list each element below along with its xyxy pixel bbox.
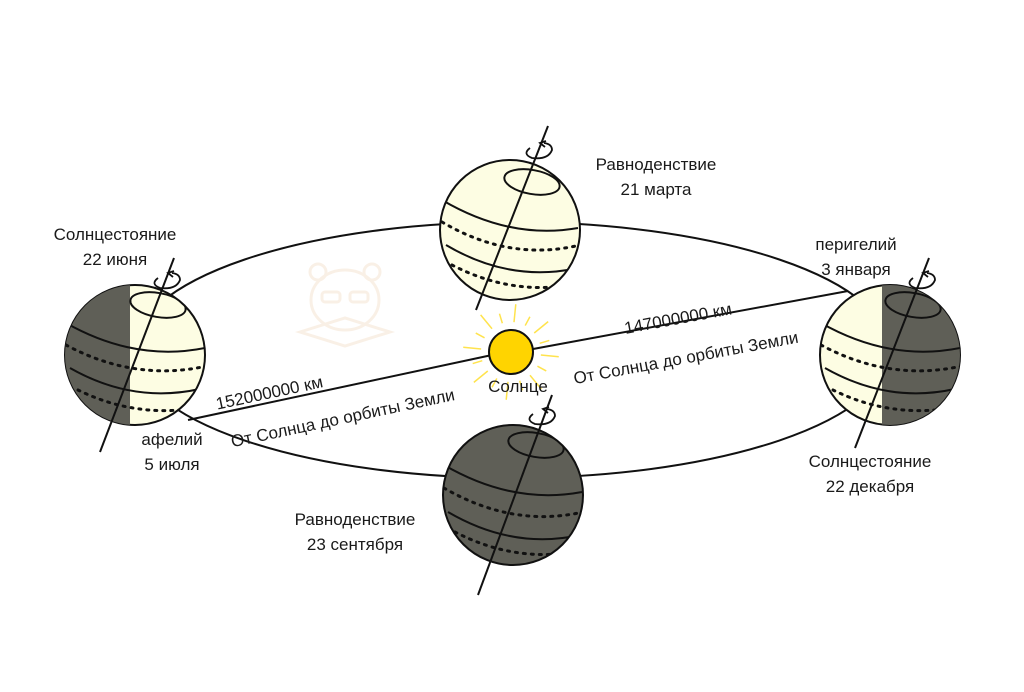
label-autumn-date: 23 сентября	[307, 535, 403, 554]
sun-ray	[473, 370, 489, 383]
sun-ray	[505, 381, 509, 400]
sun-ray	[475, 332, 485, 339]
sun	[463, 304, 559, 400]
label-perihelion-title: перигелий	[815, 235, 896, 254]
bear-watermark	[294, 262, 396, 348]
distance-perihelion-caption: От Солнца до орбиты Земли	[572, 328, 800, 388]
sun-ray	[491, 378, 498, 388]
sun-ray	[480, 314, 493, 330]
label-winter-title: Солнцестояние	[809, 452, 932, 471]
label-summer-title: Солнцестояние	[54, 225, 177, 244]
sun-rays	[463, 304, 559, 400]
sun-ray	[498, 313, 504, 324]
distance-aphelion-value: 152000000 км	[214, 372, 325, 413]
label-autumn-title: Равноденствие	[295, 510, 416, 529]
earth-spring-equinox	[439, 125, 581, 311]
label-perihelion-date: 3 января	[821, 260, 891, 279]
earth-autumn-equinox	[442, 394, 584, 596]
sun-ray	[529, 374, 542, 390]
label-sun: Солнце	[488, 377, 548, 396]
sun-ray	[537, 365, 547, 372]
sun-ray	[513, 304, 517, 323]
distance-line-aphelion	[187, 354, 493, 421]
label-aphelion-title: афелий	[141, 430, 202, 449]
sun-ray	[472, 359, 483, 365]
label-summer-date: 22 июня	[83, 250, 147, 269]
sun-ray	[533, 321, 549, 334]
earth-summer-solstice	[64, 257, 206, 453]
sun-ray	[524, 316, 531, 326]
sun-ray	[518, 380, 524, 391]
label-spring-date: 21 марта	[621, 180, 692, 199]
label-winter-date: 22 декабря	[826, 477, 914, 496]
sun-ray	[463, 346, 482, 350]
sun-ray	[539, 339, 550, 345]
distance-line-perihelion	[532, 290, 849, 350]
label-aphelion-date: 5 июля	[144, 455, 199, 474]
sun-ray	[540, 354, 559, 358]
sun-disk	[488, 329, 534, 375]
distance-perihelion-value: 147000000 км	[623, 299, 734, 338]
label-spring-title: Равноденствие	[596, 155, 717, 174]
